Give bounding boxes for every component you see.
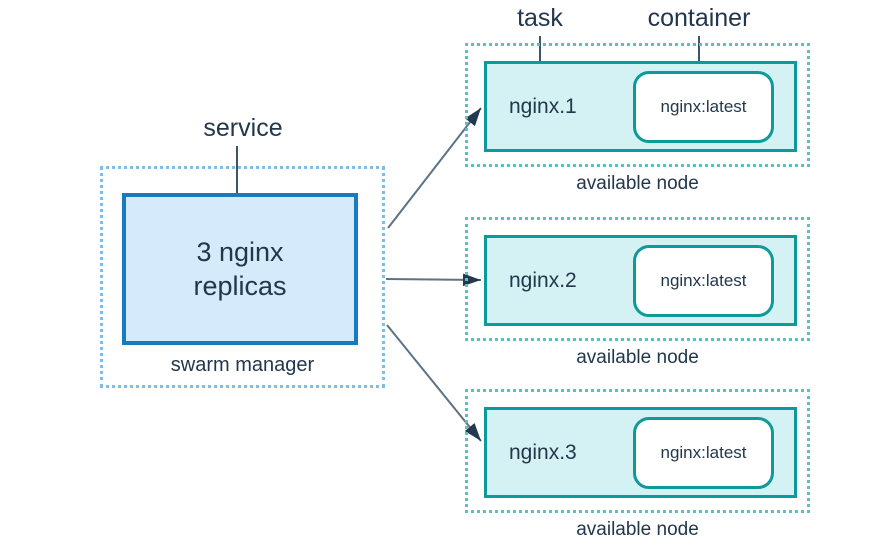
node-caption: available node: [576, 173, 699, 194]
node-boundary: nginx.2 nginx:latest: [465, 217, 810, 341]
node-boundary: nginx.1 nginx:latest: [465, 43, 810, 167]
node-group-3: nginx.3 nginx:latest available node: [465, 389, 810, 541]
container-box: nginx:latest: [633, 416, 774, 489]
swarm-manager-boundary: [100, 166, 385, 388]
service-leader-line: [236, 146, 238, 228]
service-replicas-line2: replicas: [193, 271, 287, 301]
container-image: nginx:latest: [660, 270, 747, 290]
task-box: nginx.2 nginx:latest: [484, 235, 797, 326]
container-image: nginx:latest: [660, 442, 747, 462]
task-name: nginx.2: [509, 268, 577, 292]
service-label: service: [203, 114, 283, 142]
task-box: nginx.3 nginx:latest: [484, 407, 797, 498]
node-boundary: nginx.3 nginx:latest: [465, 389, 810, 513]
service-replicas-line1: 3 nginx: [196, 237, 284, 267]
node-caption: available node: [576, 519, 699, 540]
swarm-manager-caption: swarm manager: [170, 354, 315, 376]
container-box: nginx:latest: [633, 70, 774, 143]
container-label: container: [647, 4, 751, 32]
task-label: task: [517, 4, 563, 32]
task-name: nginx.3: [509, 440, 577, 464]
service-box: 3 nginx replicas: [122, 193, 358, 345]
task-leader-line: [539, 36, 541, 81]
container-box: nginx:latest: [633, 244, 774, 317]
node-group-2: nginx.2 nginx:latest available node: [465, 217, 810, 369]
node-caption: available node: [576, 347, 699, 368]
node-group-1: nginx.1 nginx:latest available node: [465, 43, 810, 195]
task-name: nginx.1: [509, 94, 577, 118]
container-image: nginx:latest: [660, 96, 747, 116]
task-box: nginx.1 nginx:latest: [484, 61, 797, 152]
